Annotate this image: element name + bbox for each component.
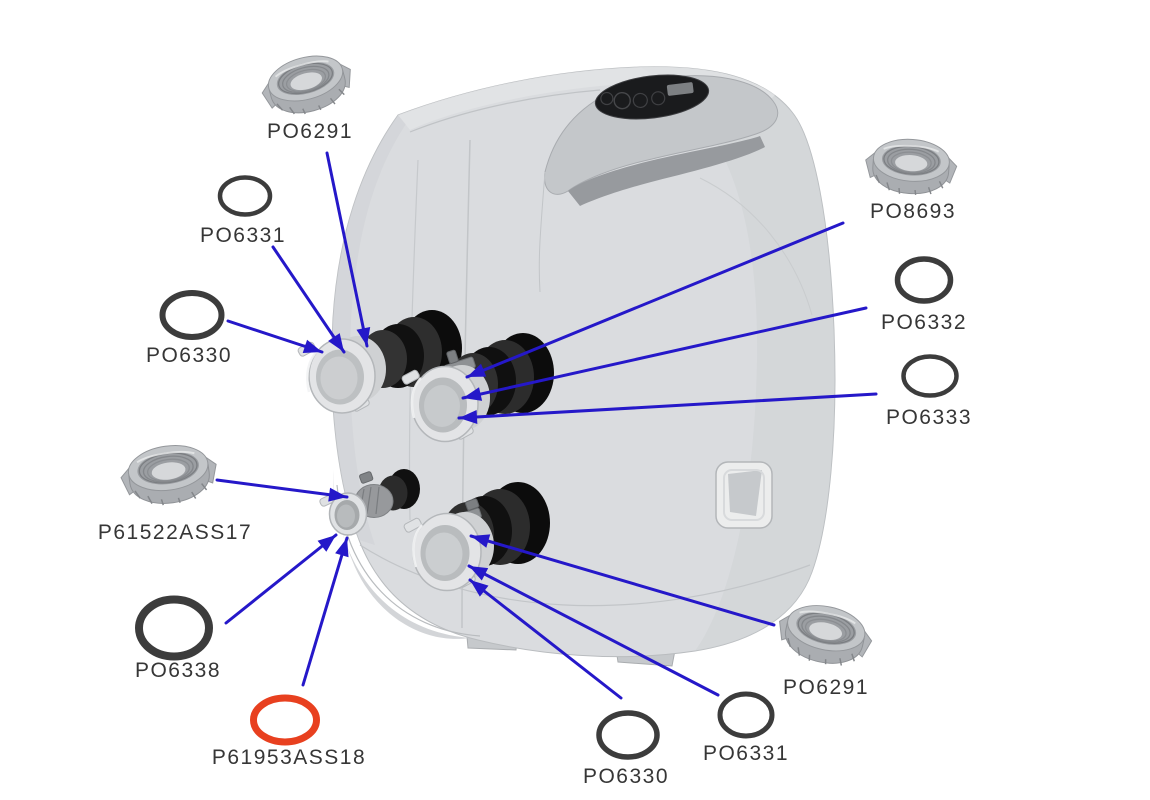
o-ring-po6332	[894, 256, 954, 304]
part-label-po6331-upper: PO6331	[199, 224, 287, 247]
arrow-p61522ass17-head	[328, 487, 347, 502]
coupling-tab	[403, 517, 422, 533]
o-ring-po6338	[135, 595, 213, 661]
part-label-po8693: PO8693	[869, 200, 957, 223]
part-label-po6333: PO6333	[885, 406, 973, 429]
loose-parts	[116, 45, 960, 760]
arrow-po6333-head	[459, 409, 478, 424]
pump-side-shading	[640, 66, 835, 651]
o-ring-po6330-bottom	[596, 710, 660, 760]
collar-nut-po6291-top	[255, 45, 360, 125]
part-label-po6332: PO6332	[880, 311, 968, 334]
o-ring-p61953ass18	[250, 694, 320, 746]
control-panel-display	[666, 82, 694, 96]
coupling-bore	[320, 356, 358, 400]
collar-nut-p61522ass17	[116, 438, 222, 512]
part-label-po6330-bottom: PO6330	[582, 765, 670, 788]
control-panel-button	[651, 91, 666, 106]
pump-handle-shadow	[568, 136, 765, 206]
pump-seam	[699, 177, 813, 316]
arrow-po6338-head	[317, 535, 336, 552]
coupling-bore	[425, 532, 463, 576]
arrow-po8693	[465, 221, 845, 379]
arrow-po6332	[461, 306, 868, 400]
part-label-po6291-top: PO6291	[266, 120, 354, 143]
pump-seam	[359, 544, 811, 607]
arrow-po6330-left-head	[302, 339, 322, 354]
collar-nut-po8693	[862, 135, 960, 199]
coupling-tab	[401, 369, 420, 385]
side-handle-recess	[715, 461, 773, 529]
arrow-p61953ass18	[301, 536, 349, 687]
arrow-po6330-bottom-head	[470, 580, 489, 597]
arrow-po6332-head	[463, 387, 483, 401]
arrow-po6331-upper	[271, 245, 346, 354]
arrow-p61522ass17	[215, 478, 349, 499]
pump-seam	[538, 171, 546, 293]
pointer-arrows	[215, 151, 878, 700]
pump-unit	[297, 66, 836, 667]
hose-clamp-screw	[359, 471, 374, 484]
port-bottom-left	[319, 469, 420, 536]
o-ring-po6333	[901, 354, 959, 398]
hose-clamp-screw	[446, 349, 459, 364]
pump-seam	[409, 89, 601, 133]
control-panel	[594, 74, 710, 120]
coupling-highlight	[410, 377, 422, 419]
arrow-po6333	[457, 392, 878, 420]
pump-left-edge-shading	[331, 115, 406, 545]
part-label-po6331-bottom: PO6331	[702, 742, 790, 765]
hose-clamp-screw	[465, 498, 480, 511]
port-bottom-right	[403, 482, 550, 592]
arrow-po6331-upper-head	[328, 333, 344, 352]
part-label-po6338: PO6338	[134, 659, 222, 682]
arrow-po6291-top	[325, 151, 369, 348]
arrow-po6330-bottom	[468, 578, 623, 700]
arrow-po6331-bottom	[467, 564, 720, 697]
control-panel-button	[632, 92, 648, 109]
arrow-po6291-top-head	[356, 326, 371, 346]
arrow-po6331-bottom-head	[469, 566, 489, 581]
coupling-highlight	[412, 524, 423, 568]
part-label-po6291-bottom: PO6291	[782, 676, 870, 699]
coupling-highlight	[306, 349, 319, 393]
arrow-po8693-head	[467, 363, 487, 377]
arrow-p61953ass18-head	[335, 538, 349, 558]
part-label-p61522ass17: P61522ASS17	[97, 521, 253, 544]
coupling-bore	[424, 385, 460, 427]
control-panel-button	[600, 91, 614, 106]
control-panel-button	[613, 91, 631, 110]
coupling-bore	[337, 504, 355, 528]
arrow-po6338	[224, 533, 338, 625]
arrow-po6291-bottom	[469, 534, 776, 627]
o-ring-po6331-upper	[217, 175, 273, 217]
arrow-po6291-bottom-head	[471, 534, 491, 548]
part-label-p61953ass18: P61953ASS18	[211, 746, 367, 769]
o-ring-po6330-left	[159, 290, 225, 340]
part-label-po6330-left: PO6330	[145, 344, 233, 367]
o-ring-po6331-bottom	[717, 691, 775, 739]
